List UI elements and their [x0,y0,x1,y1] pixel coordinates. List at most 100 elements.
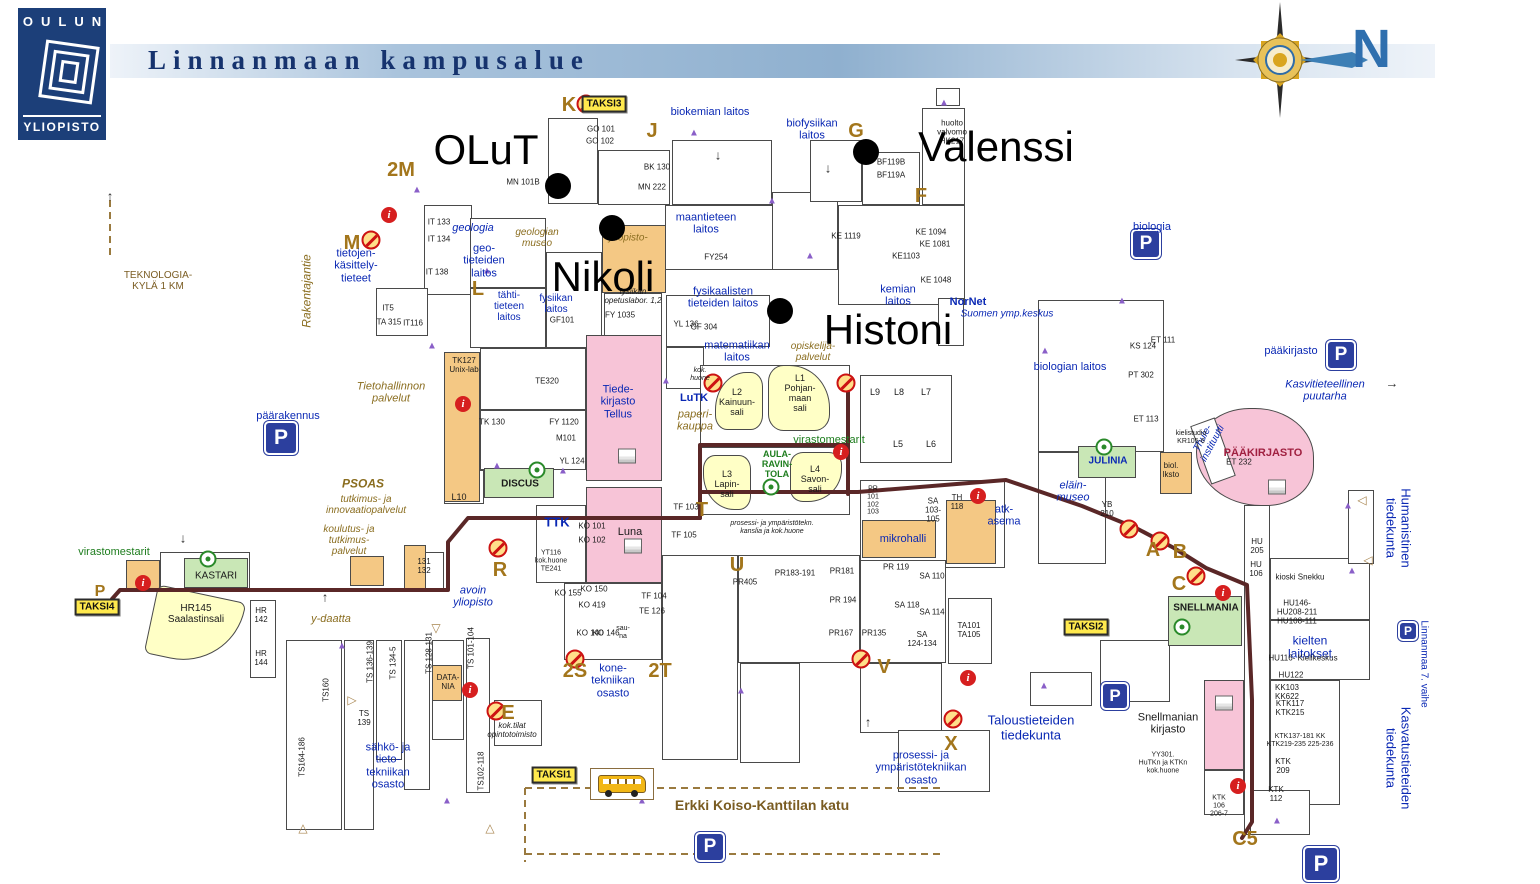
parking-icon: P [1131,229,1161,259]
map-label: M [343,231,361,254]
arrow-icon: ↓ [824,160,832,176]
map-label: geologia [452,221,494,234]
map-label: BK 130 [643,162,671,172]
page-title: Linnanmaan kampusalue [148,45,590,75]
triangle-marker-icon: ▲ [1040,345,1050,357]
poi-dot-nikoli[interactable] [599,215,625,241]
poi-label-valenssi[interactable]: Valenssi [918,123,1074,170]
map-label: pääkirjasto [1264,344,1318,357]
map-label: geo- tieteiden laitos [463,242,505,280]
map-label: HU122 [1278,670,1304,680]
map-label: KTK137-181 KK KTK219-235 225-236 [1266,733,1334,748]
map-label: KTK117 KTK215 [1275,699,1305,717]
map-label: KE1103 [892,251,920,261]
map-label: KTK 209 [1275,757,1291,775]
logo-text-oulun: OULUN [22,14,110,29]
map-label: kielten laitokset [1287,633,1333,661]
map-label: JULINIA [1088,455,1128,467]
stairs-icon [618,448,636,464]
map-label: G [848,119,864,142]
map-label: fysiikan opetuslabor. 1,2 [604,287,662,305]
building [1038,300,1164,452]
north-label: N [1352,19,1391,79]
building [666,295,770,347]
service-point-icon [528,461,546,479]
map-label: P [94,583,106,601]
building [1270,620,1370,680]
building [1348,490,1374,564]
info-icon: i [381,207,397,223]
map-label: K [561,93,577,116]
poi-label-histoni[interactable]: Histoni [823,306,953,353]
map-label: FY 1035 [604,310,636,320]
map-label: J [646,119,658,142]
map-label: YL 136 [673,319,699,329]
triangle-marker-icon: ▲ [427,340,437,352]
map-label: KK103 KK622 [1274,683,1300,701]
map-label: yliopisto- [608,232,648,244]
triangle-marker-icon: ▲ [1347,565,1357,577]
building [838,205,965,305]
chevron-icon: ◁ [1363,553,1373,567]
university-logo: OULUN YLIOPISTO [18,8,106,140]
triangle-marker-icon: ▲ [805,250,815,262]
map-label: tietojen- käsittely- tieteet [334,247,378,285]
building [1270,680,1340,805]
poi-dot-histoni[interactable] [767,298,793,324]
building [672,140,772,205]
map-label: Tiede- kirjasto Tellus [600,383,636,421]
building [546,252,602,348]
poi-label-olut[interactable]: OLuT [433,126,539,173]
map-label: maantieteen laitos [675,211,737,236]
map-label: KE 1094 [915,227,947,237]
map-label: KE 1048 [920,275,952,285]
map-label: kemian laitos [880,283,916,308]
poi-dot-valenssi[interactable] [853,139,879,165]
map-label: ET 111 [1150,335,1176,345]
logo-text-yliopisto: YLIOPISTO [23,115,101,134]
map-label: matematiikan laitos [704,339,770,364]
map-label: L9 [869,386,881,397]
map-label: MN 222 [637,182,667,192]
map-label: Tietohallinnon palvelut [356,380,426,405]
map-label: Kasvitieteellinen puutarha [1285,378,1365,403]
map-label: L6 [925,438,937,449]
map-label: kok. huone [690,367,710,382]
map-label: L8 [893,386,905,397]
map-label: GF101 [549,315,575,325]
taxi-sign: TAKSI4 [74,598,120,616]
map-label: tähti- tieteen laitos [493,290,525,324]
chevron-icon: ◁ [1357,493,1367,507]
map-label: M101 [555,433,577,443]
map-label: KS 124 [1129,341,1157,351]
map-label: IT116 [403,318,423,328]
stairs-icon [1268,479,1286,495]
map-label: TE320 [535,376,559,386]
map-label: MN 101B [506,177,540,187]
logo-maze-icon [38,39,100,105]
map-label: L7 [920,386,932,397]
triangle-marker-icon: ▲ [1343,500,1353,512]
map-label: IT5 [382,303,394,313]
arrow-icon: ↑ [106,188,114,204]
parking-icon: P [264,421,298,455]
map-label: TK 130 [479,417,505,427]
map-label: päärakennus [256,409,320,422]
map-label: TK127 Unix-lab [449,356,479,374]
map-label: KTK 112 [1268,785,1284,803]
map-label: TA 315 [376,317,402,327]
poi-dot-olut[interactable] [545,173,571,199]
triangle-marker-icon: ▲ [1272,815,1282,827]
triangle-marker-icon: ▲ [767,195,777,207]
triangle-marker-icon: ▲ [412,184,422,196]
triangle-marker-icon: ▲ [661,375,671,387]
map-label: GF 304 [690,322,718,332]
map-label: fysikaalisten tieteiden laitos [687,285,759,310]
taxi-sign: TAKSI3 [581,95,627,113]
map-label: 2M [387,158,415,181]
map-label: opiskelija- palvelut [790,340,836,363]
map-label: kioski Snekku [1275,572,1325,582]
poi-label-nikoli[interactable]: Nikoli [551,253,655,300]
building [772,192,838,270]
